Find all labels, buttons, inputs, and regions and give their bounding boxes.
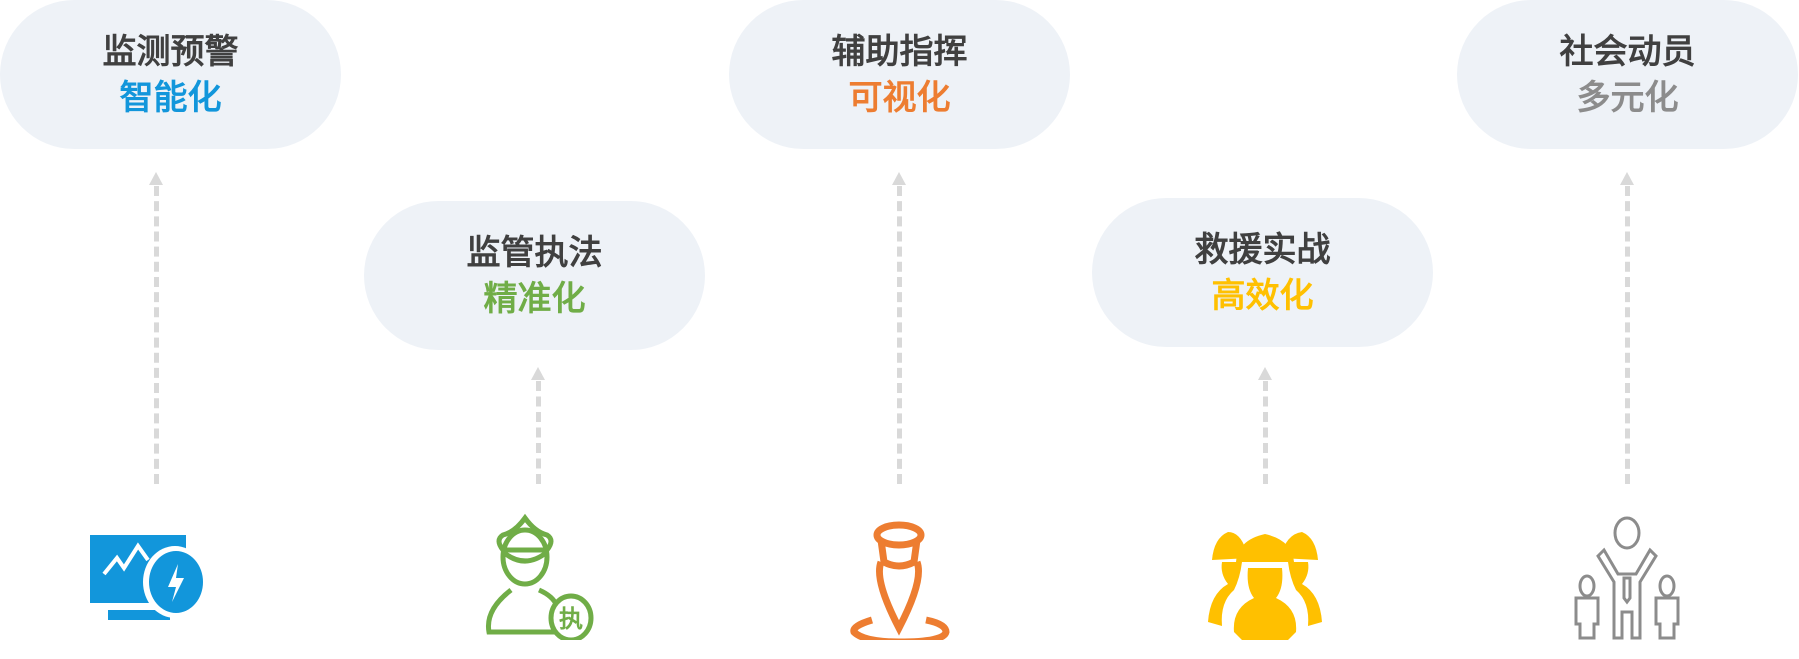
pill-subtitle: 精准化 (483, 278, 586, 319)
dashed-arrow-up (1258, 367, 1272, 484)
location-person-icon (834, 510, 964, 646)
pill-monitoring: 监测预警 智能化 (0, 0, 341, 149)
dashed-arrow-up (531, 367, 545, 484)
police-officer-icon: 执 (473, 510, 603, 643)
monitor-alert-icon (90, 510, 220, 640)
community-people-icon (1562, 510, 1692, 640)
pill-subtitle: 智能化 (119, 77, 222, 118)
pill-title: 社会动员 (1559, 31, 1696, 72)
pill-title: 辅助指挥 (831, 31, 968, 72)
dashed-arrow-up (1620, 172, 1634, 484)
pill-mobilization: 社会动员 多元化 (1457, 0, 1798, 149)
pill-subtitle: 多元化 (1576, 77, 1679, 118)
dashed-arrow-up (149, 172, 163, 484)
pill-rescue: 救援实战 高效化 (1092, 198, 1433, 347)
badge-text: 执 (559, 605, 583, 633)
pill-enforcement: 监管执法 精准化 (364, 201, 705, 350)
pill-title: 救援实战 (1194, 229, 1331, 270)
dashed-arrow-up (892, 172, 906, 484)
rescue-team-icon (1200, 510, 1330, 640)
pill-title: 监测预警 (102, 31, 239, 72)
pill-subtitle: 高效化 (1211, 275, 1314, 316)
pill-command: 辅助指挥 可视化 (729, 0, 1070, 149)
pill-subtitle: 可视化 (848, 77, 951, 118)
pill-title: 监管执法 (466, 232, 603, 273)
